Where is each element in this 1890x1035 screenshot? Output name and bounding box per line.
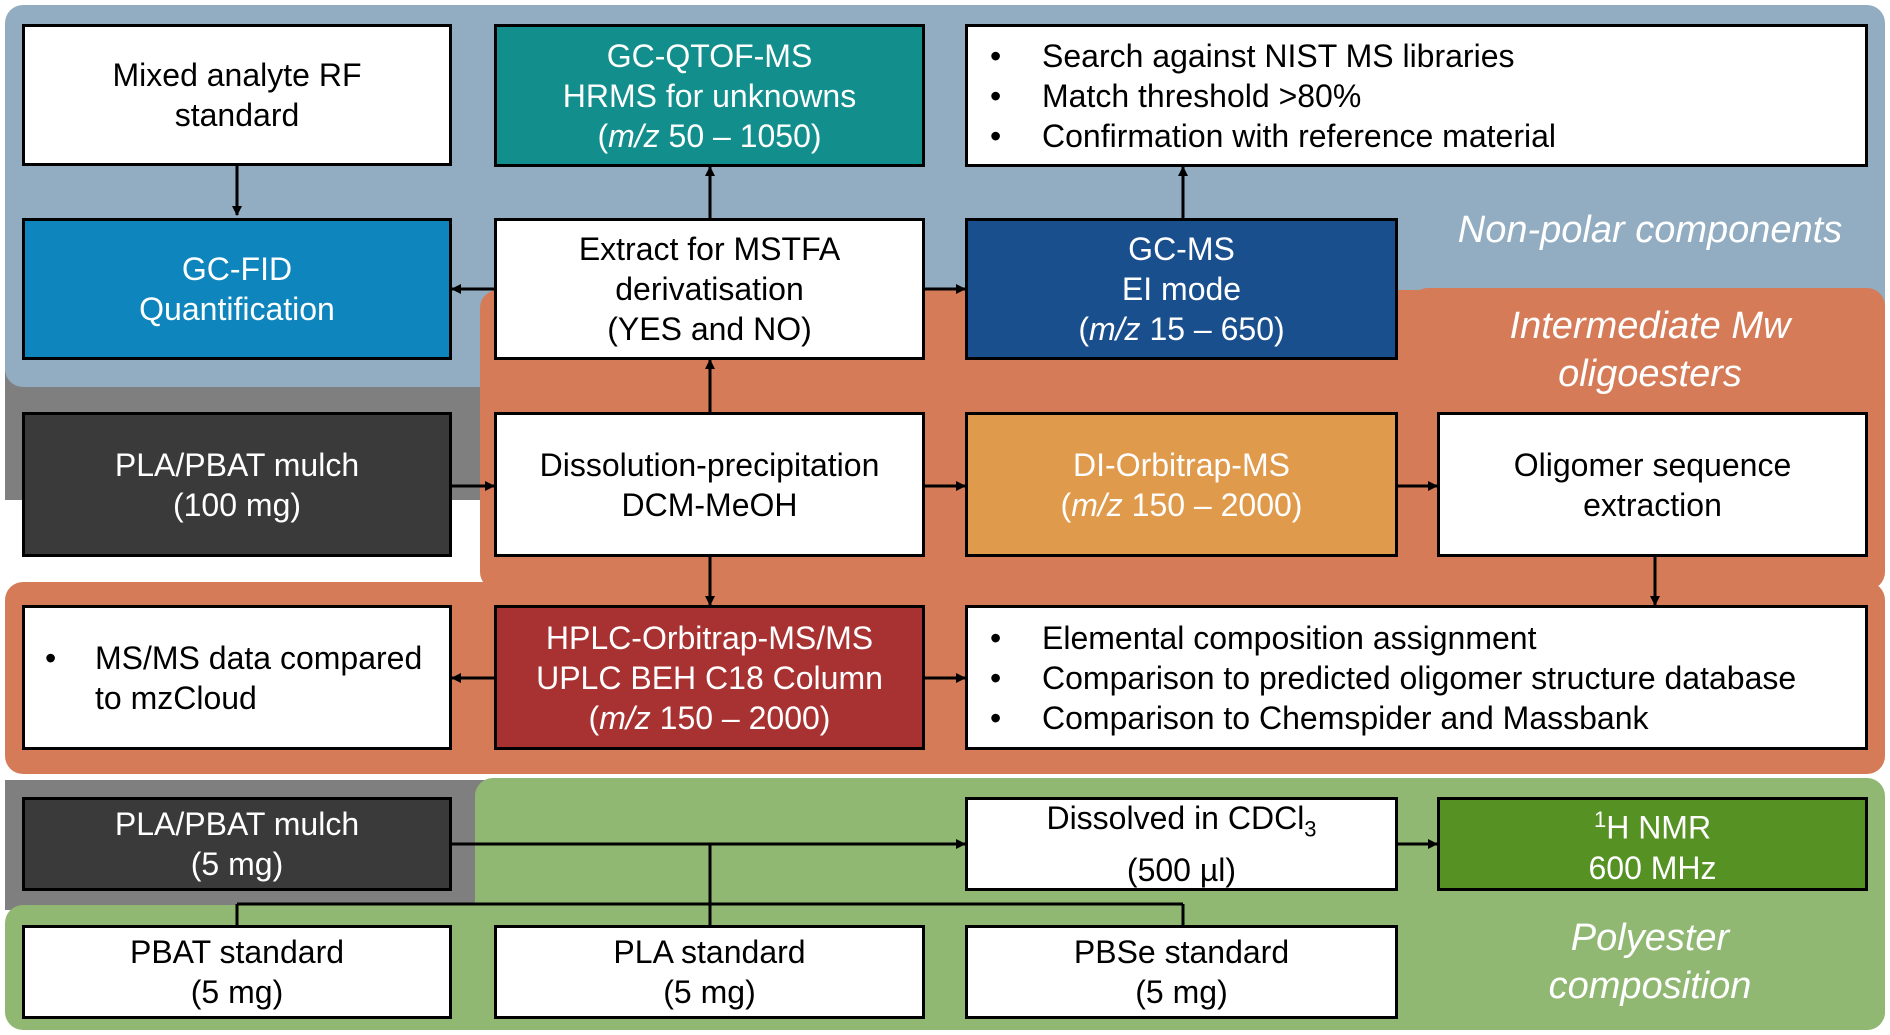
gc-fid-line2: Quantification <box>139 291 335 327</box>
dissolution-precipitation-box: Dissolution-precipitation DCM-MeOH <box>494 412 925 557</box>
msms-bullet-list: MS/MS data compared to mzCloud <box>45 638 425 718</box>
gc-qtof-mz-range: (m/z 50 – 1050) <box>597 117 822 154</box>
gc-qtof-line1: GC-QTOF-MS <box>606 37 813 74</box>
pla-line2: (5 mg) <box>663 974 756 1010</box>
mulch-100mg-box: PLA/PBAT mulch (100 mg) <box>22 412 452 557</box>
gc-ms-box: GC-MS EI mode (m/z 15 – 650) <box>965 218 1398 360</box>
hplc-orbitrap-box: HPLC-Orbitrap-MS/MS UPLC BEH C18 Column … <box>494 605 925 750</box>
mulch100-line2: (100 mg) <box>172 486 302 523</box>
msms-mzcloud-box: MS/MS data compared to mzCloud <box>22 605 452 750</box>
dissolution-line1: Dissolution-precipitation <box>539 446 880 483</box>
elemental-composition-box: Elemental composition assignment Compari… <box>965 605 1868 750</box>
pla-line1: PLA standard <box>613 934 806 970</box>
elemental-bullet: Comparison to Chemspider and Massbank <box>990 698 1796 738</box>
gc-ms-mz-range: (m/z 15 – 650) <box>1078 311 1285 347</box>
pbat-standard-box: PBAT standard (5 mg) <box>22 925 452 1019</box>
pbat-line1: PBAT standard <box>129 934 345 970</box>
pbse-standard-box: PBSe standard (5 mg) <box>965 925 1398 1019</box>
hplc-line2: UPLC BEH C18 Column <box>536 659 883 696</box>
dissolved-cdcl3-box: Dissolved in CDCl3 (500 µl) <box>965 797 1398 891</box>
mixed-rf-standard-box: Mixed analyte RF standard <box>22 24 452 166</box>
mstfa-extract-box: Extract for MSTFA derivatisation (YES an… <box>494 218 925 360</box>
oligoesters-label: Intermediate Mw oligoesters <box>1509 305 1791 395</box>
mulch5-line1: PLA/PBAT mulch <box>114 806 360 842</box>
oligomer-seq-line2: extraction <box>1583 486 1722 523</box>
cdcl3-line2: (500 µl) <box>1126 851 1237 888</box>
pbse-line1: PBSe standard <box>1073 934 1290 970</box>
di-orbitrap-ms-box: DI-Orbitrap-MS (m/z 150 – 2000) <box>965 412 1398 557</box>
dissolution-line2: DCM-MeOH <box>621 486 798 523</box>
elemental-bullet-list: Elemental composition assignment Compari… <box>990 618 1796 738</box>
nmr-line2: 600 MHz <box>1588 849 1717 886</box>
mixed-rf-line1: Mixed analyte RF <box>112 57 362 93</box>
gc-fid-line1: GC-FID <box>181 251 293 287</box>
nist-bullet-list: Search against NIST MS libraries Match t… <box>990 36 1556 156</box>
elemental-bullet: Elemental composition assignment <box>990 618 1796 658</box>
nonpolar-label: Non-polar components <box>1457 209 1843 251</box>
elemental-bullet: Comparison to predicted oligomer structu… <box>990 658 1796 698</box>
gc-fid-box: GC-FID Quantification <box>22 218 452 360</box>
nist-bullet: Match threshold >80% <box>990 76 1556 116</box>
gc-ms-line1: GC-MS <box>1128 231 1235 267</box>
hplc-mz-range: (m/z 150 – 2000) <box>588 699 831 736</box>
di-orbitrap-line1: DI-Orbitrap-MS <box>1073 446 1290 483</box>
cdcl3-line1: Dissolved in CDCl3 <box>1046 800 1317 842</box>
mstfa-line1: Extract for MSTFA <box>578 231 841 267</box>
pla-standard-box: PLA standard (5 mg) <box>494 925 925 1019</box>
mulch5-line2: (5 mg) <box>190 846 284 882</box>
oligomer-sequence-box: Oligomer sequence extraction <box>1437 412 1868 557</box>
polyester-label: Polyester composition <box>1548 917 1752 1007</box>
region-oligoesters-right-top <box>1410 288 1885 388</box>
nmr-line1: 1H NMR <box>1593 807 1712 846</box>
di-orbitrap-mz-range: (m/z 150 – 2000) <box>1060 486 1303 523</box>
pbse-line2: (5 mg) <box>1135 974 1228 1010</box>
gc-qtof-ms-box: GC-QTOF-MS HRMS for unknowns (m/z 50 – 1… <box>494 24 925 167</box>
msms-bullet: MS/MS data compared to mzCloud <box>45 638 425 718</box>
nist-bullet: Confirmation with reference material <box>990 116 1556 156</box>
mulch-5mg-box: PLA/PBAT mulch (5 mg) <box>22 797 452 891</box>
pbat-line2: (5 mg) <box>190 974 284 1010</box>
mixed-rf-line2: standard <box>174 97 300 133</box>
nist-search-box: Search against NIST MS libraries Match t… <box>965 24 1868 167</box>
gc-qtof-line2: HRMS for unknowns <box>562 77 857 114</box>
gc-ms-line2: EI mode <box>1121 271 1242 307</box>
mstfa-line3: (YES and NO) <box>607 311 812 347</box>
mstfa-line2: derivatisation <box>615 271 804 307</box>
nist-bullet: Search against NIST MS libraries <box>990 36 1556 76</box>
h-nmr-box: 1H NMR 600 MHz <box>1437 797 1868 891</box>
oligomer-seq-line1: Oligomer sequence <box>1513 446 1792 483</box>
mulch100-line1: PLA/PBAT mulch <box>114 446 360 483</box>
hplc-line1: HPLC-Orbitrap-MS/MS <box>545 619 874 656</box>
